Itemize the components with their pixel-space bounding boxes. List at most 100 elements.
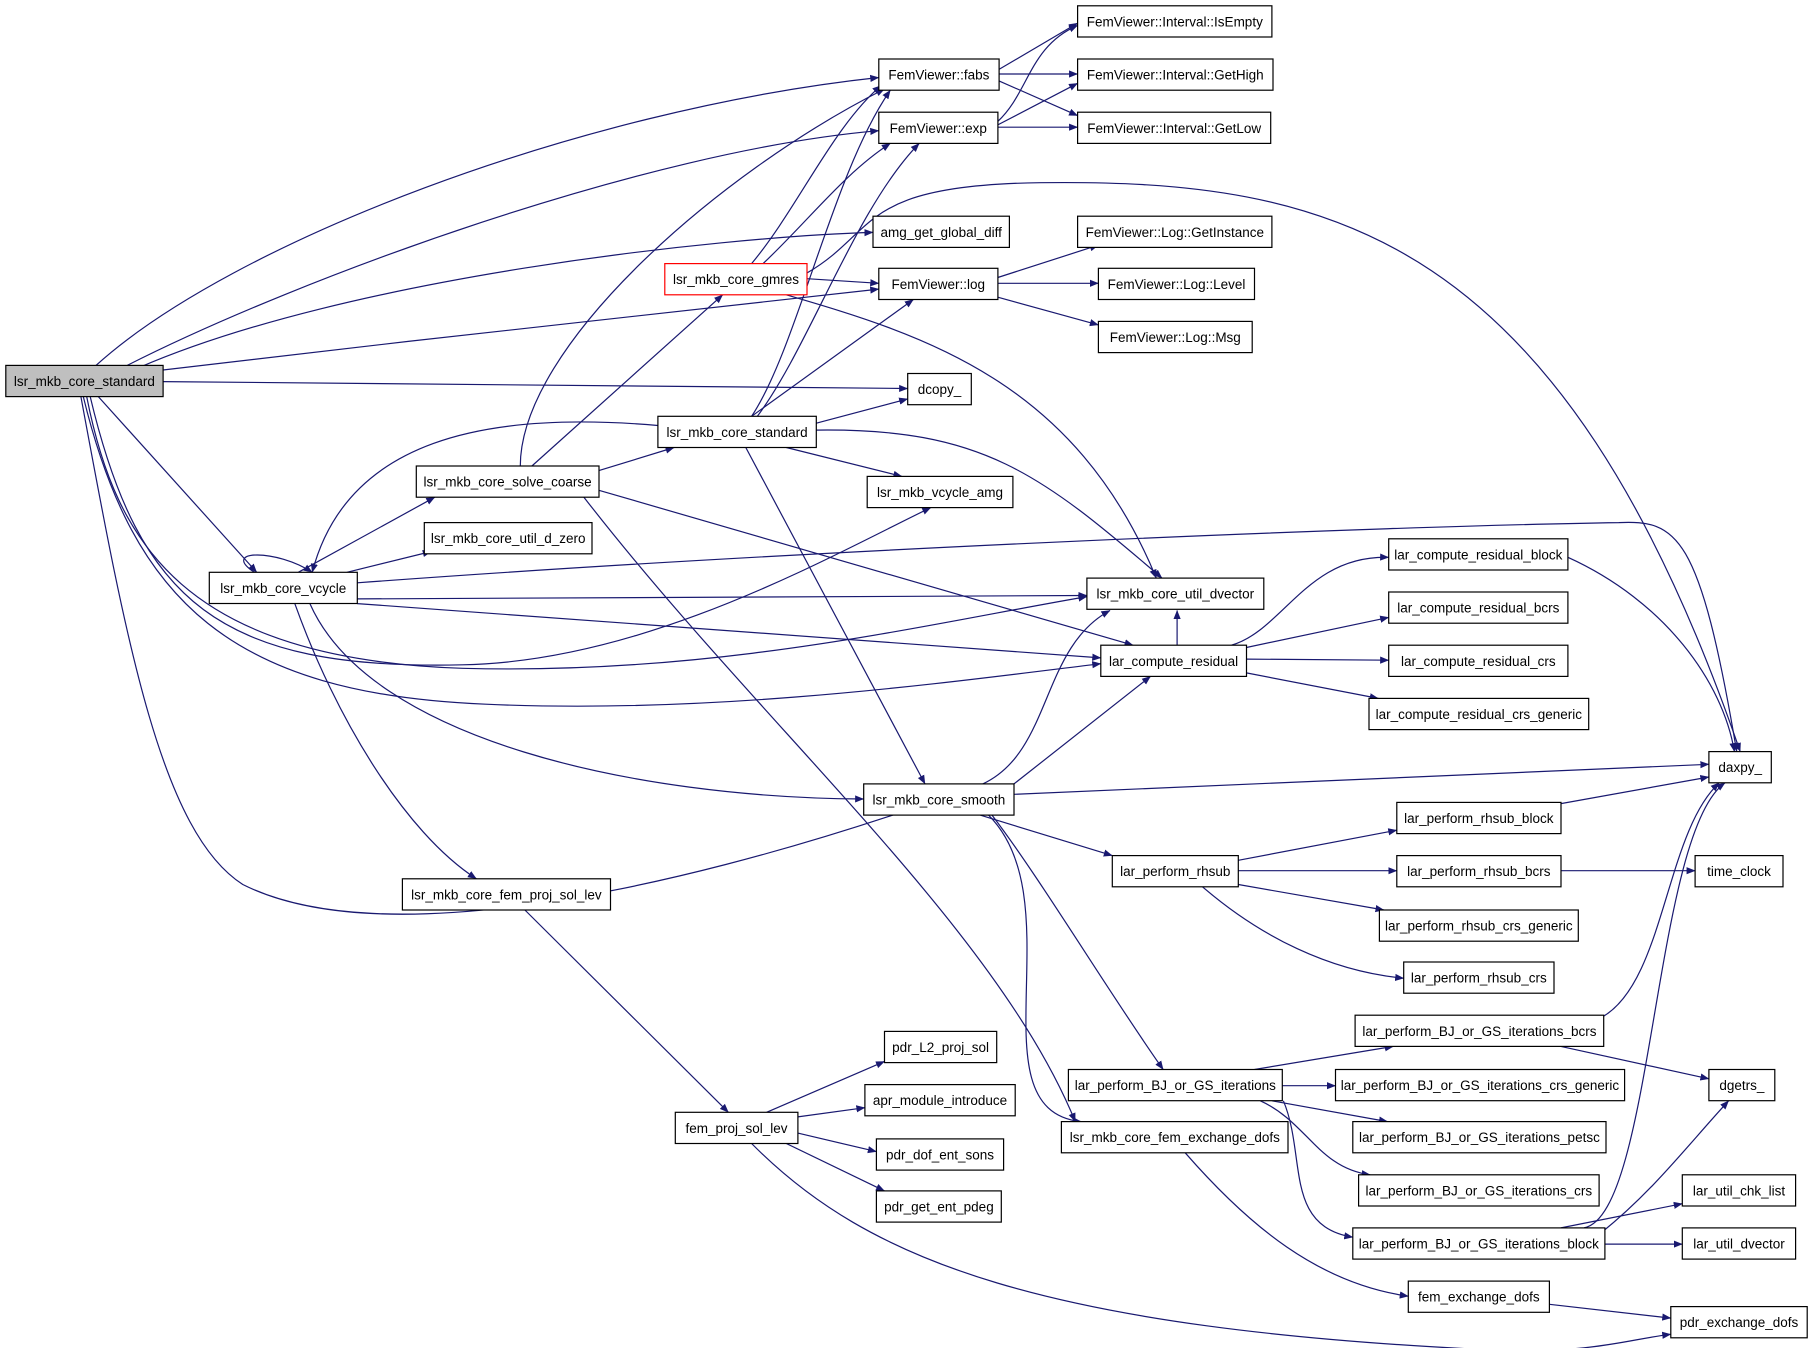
node-timeclock[interactable]: time_clock — [1694, 854, 1784, 888]
node-label: lar_util_dvector — [1693, 1237, 1785, 1252]
edge-femex-to-pdrex — [1549, 1303, 1672, 1321]
edge-vcycle-to-dvector — [357, 591, 1088, 600]
node-femproj[interactable]: fem_proj_sol_lev — [674, 1111, 799, 1145]
node-aprmod[interactable]: apr_module_introduce — [864, 1083, 1016, 1117]
node-crgen[interactable]: lar_compute_residual_crs_generic — [1368, 697, 1590, 731]
node-label: lsr_mkb_core_standard — [14, 374, 155, 389]
edge-root-to-log — [162, 286, 880, 371]
edge-femproj-to-pdrl2 — [766, 1060, 885, 1113]
node-box — [1403, 961, 1555, 994]
node-label: FemViewer::Interval::IsEmpty — [1087, 14, 1263, 29]
node-label: lsr_mkb_core_util_dvector — [1097, 587, 1255, 602]
node-crbcrs[interactable]: lar_compute_residual_bcrs — [1388, 591, 1569, 624]
edge-std2-to-vcycle — [310, 421, 658, 573]
edge-solvec-to-fabs — [519, 88, 885, 467]
edge-solvec-to-exdofs — [583, 496, 1076, 1123]
node-vcycle[interactable]: lsr_mkb_core_vcycle — [208, 571, 358, 605]
node-fabs[interactable]: FemViewer::fabs — [878, 58, 1000, 91]
node-isempty[interactable]: FemViewer::Interval::IsEmpty — [1076, 5, 1273, 38]
node-box — [423, 521, 593, 555]
node-std2[interactable]: lsr_mkb_core_standard — [657, 415, 817, 449]
node-msg[interactable]: FemViewer::Log::Msg — [1097, 320, 1253, 354]
edge-vcycle-to-smooth — [309, 603, 865, 803]
node-box — [1407, 1280, 1551, 1313]
edge-solvec-to-gmres — [531, 294, 724, 467]
edge-gmres-to-log — [807, 278, 880, 287]
node-label: lsr_mkb_core_fem_exchange_dofs — [1070, 1130, 1280, 1145]
edge-exdofs-to-femex — [1184, 1152, 1409, 1299]
node-bjbcrs[interactable]: lar_perform_BJ_or_GS_iterations_bcrs — [1354, 1014, 1605, 1048]
node-udvec[interactable]: lar_util_dvector — [1681, 1227, 1797, 1260]
node-bjgs[interactable]: lar_perform_BJ_or_GS_iterations — [1067, 1068, 1283, 1102]
node-box — [1352, 1120, 1607, 1154]
node-rsbcrs[interactable]: lar_perform_rhsub_bcrs — [1396, 854, 1562, 888]
edge-bjblock-to-dgetrs — [1601, 1100, 1730, 1234]
node-label: FemViewer::Log::GetInstance — [1086, 225, 1264, 240]
node-projlev[interactable]: lsr_mkb_core_fem_proj_sol_lev — [401, 878, 612, 911]
edge-rhsub-to-rsgen — [1238, 883, 1385, 913]
node-cr[interactable]: lar_compute_residual — [1100, 644, 1248, 678]
node-femex[interactable]: fem_exchange_dofs — [1407, 1280, 1551, 1313]
node-crb[interactable]: lar_compute_residual_block — [1388, 538, 1569, 571]
node-bjpetsc[interactable]: lar_perform_BJ_or_GS_iterations_petsc — [1352, 1120, 1607, 1154]
node-label: fem_proj_sol_lev — [685, 1121, 787, 1136]
node-box — [883, 1030, 998, 1064]
node-label: apr_module_introduce — [873, 1093, 1007, 1108]
node-vamg[interactable]: lsr_mkb_vcycle_amg — [866, 475, 1014, 509]
edge-femproj-to-pdrex — [751, 1143, 1672, 1348]
node-box — [878, 58, 1000, 91]
node-rsgen[interactable]: lar_perform_rhsub_crs_generic — [1378, 909, 1579, 942]
node-box — [1357, 1174, 1600, 1207]
node-exp[interactable]: FemViewer::exp — [878, 111, 999, 144]
node-gethigh[interactable]: FemViewer::Interval::GetHigh — [1076, 58, 1274, 91]
node-label: lar_compute_residual — [1109, 654, 1238, 669]
node-rsblock[interactable]: lar_perform_rhsub_block — [1396, 801, 1562, 835]
node-crcrs[interactable]: lar_compute_residual_crs — [1388, 644, 1569, 678]
node-label: lar_compute_residual_block — [1394, 547, 1562, 562]
edge-femproj-to-pdrsons — [797, 1132, 877, 1154]
node-pdrsons[interactable]: pdr_dof_ent_sons — [875, 1138, 1005, 1171]
node-solvec[interactable]: lsr_mkb_core_solve_coarse — [415, 465, 600, 498]
node-label: lar_perform_rhsub_crs — [1411, 971, 1547, 986]
node-log[interactable]: FemViewer::log — [878, 267, 999, 301]
node-bjgen[interactable]: lar_perform_BJ_or_GS_iterations_crs_gene… — [1334, 1068, 1626, 1102]
node-level[interactable]: FemViewer::Log::Level — [1097, 267, 1256, 301]
node-exdofs[interactable]: lsr_mkb_core_fem_exchange_dofs — [1060, 1120, 1289, 1154]
node-box — [875, 1138, 1005, 1171]
node-rhsub[interactable]: lar_perform_rhsub — [1111, 854, 1239, 888]
edge-exp-to-gethigh — [997, 82, 1078, 126]
edge-vcycle-to-vcycle — [243, 554, 313, 573]
node-amg_diff[interactable]: amg_get_global_diff — [872, 215, 1010, 248]
node-getinst[interactable]: FemViewer::Log::GetInstance — [1076, 215, 1273, 248]
node-box — [1067, 1068, 1283, 1102]
edge-femproj-to-pdrpdeg — [786, 1142, 885, 1192]
node-bjblock[interactable]: lar_perform_BJ_or_GS_iterations_block — [1352, 1227, 1606, 1260]
node-box — [866, 475, 1014, 509]
node-pdrpdeg[interactable]: pdr_get_ent_pdeg — [875, 1190, 1002, 1223]
node-rscrs[interactable]: lar_perform_rhsub_crs — [1403, 961, 1555, 994]
node-dgetrs[interactable]: dgetrs_ — [1708, 1068, 1776, 1102]
node-dvector[interactable]: lsr_mkb_core_util_dvector — [1086, 577, 1265, 610]
node-box — [1076, 215, 1273, 248]
node-box — [1388, 644, 1569, 678]
node-getlow[interactable]: FemViewer::Interval::GetLow — [1076, 111, 1272, 144]
edge-bjgs-to-bjblock — [1282, 1100, 1354, 1240]
node-box — [1396, 801, 1562, 835]
edge-rhsub-to-rscrs — [1202, 886, 1405, 981]
node-pdrex[interactable]: pdr_exchange_dofs — [1670, 1305, 1808, 1339]
node-root[interactable]: lsr_mkb_core_standard — [5, 364, 164, 398]
node-label: lar_compute_residual_crs — [1401, 654, 1556, 669]
node-daxpy[interactable]: daxpy_ — [1708, 750, 1772, 784]
edge-vcycle-to-cr — [357, 603, 1102, 661]
node-dzero[interactable]: lsr_mkb_core_util_d_zero — [423, 521, 593, 555]
node-bjcrs[interactable]: lar_perform_BJ_or_GS_iterations_crs — [1357, 1174, 1600, 1207]
node-box — [1708, 1068, 1776, 1102]
node-label: lar_perform_rhsub_bcrs — [1407, 864, 1551, 879]
node-chklist[interactable]: lar_util_chk_list — [1681, 1174, 1797, 1207]
edge-cr-to-crcrs — [1246, 656, 1390, 664]
node-dcopy[interactable]: dcopy_ — [907, 372, 972, 406]
node-smooth[interactable]: lsr_mkb_core_smooth — [863, 783, 1015, 816]
node-pdrl2[interactable]: pdr_L2_proj_sol — [883, 1030, 998, 1064]
node-box — [1076, 5, 1273, 38]
node-gmres[interactable]: lsr_mkb_core_gmres — [664, 263, 808, 296]
